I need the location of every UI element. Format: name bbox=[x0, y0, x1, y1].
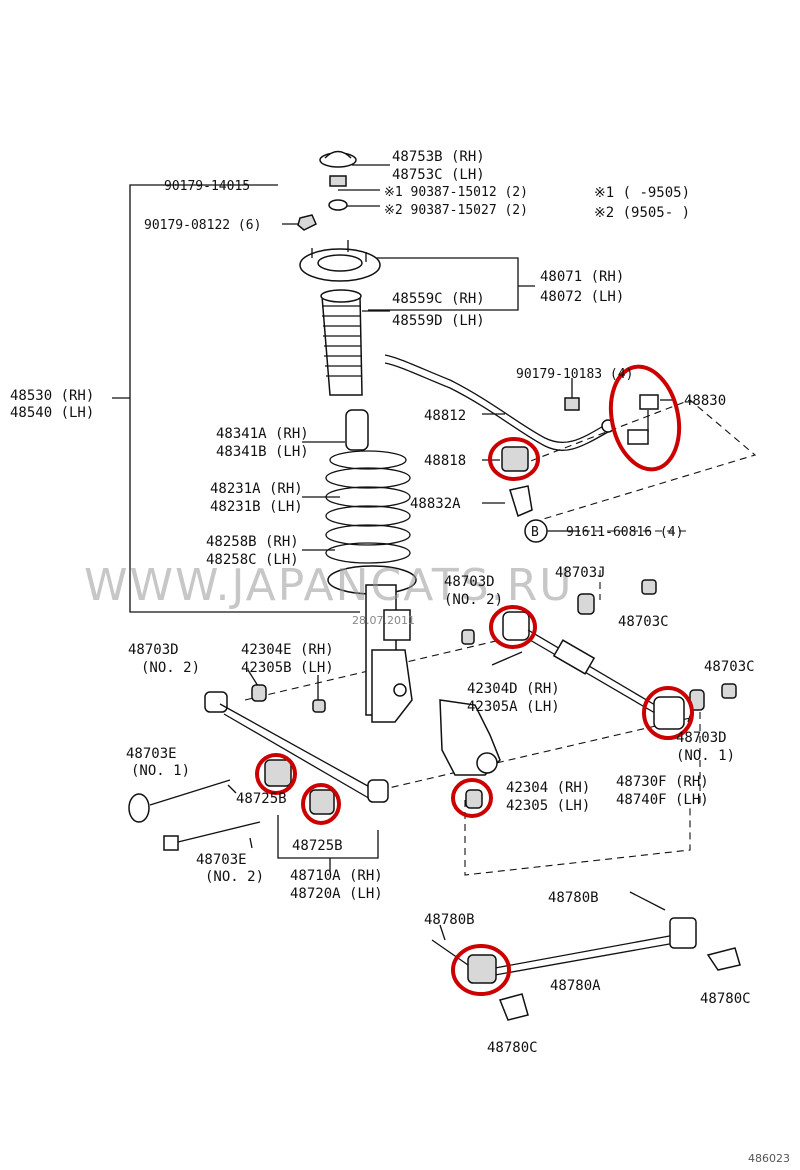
label-j-part: 48703J bbox=[555, 565, 606, 581]
label-mount-top-rh: 48753B (RH) bbox=[392, 149, 485, 165]
label-bolt-4: 91611-60816 (4) bbox=[566, 525, 683, 540]
label-arm-rh: 48730F (RH) bbox=[616, 774, 709, 790]
label-carrier-bolt-lh: 42305B (LH) bbox=[241, 660, 334, 676]
label-carrier-lh: 42305 (LH) bbox=[506, 798, 590, 814]
label-nut-upper: 90179-14015 bbox=[164, 179, 250, 194]
label-lower-arm-lh: 48720A (LH) bbox=[290, 886, 383, 902]
label-d-left-b: (NO. 2) bbox=[141, 660, 200, 676]
label-carrier-rh: 42304 (RH) bbox=[506, 780, 590, 796]
label-mount-top-lh: 48753C (LH) bbox=[392, 167, 485, 183]
label-support-lh: 48072 (LH) bbox=[540, 289, 624, 305]
label-strut-lh: 48540 (LH) bbox=[10, 405, 94, 421]
highlight-stabilizer-link bbox=[608, 364, 682, 472]
label-e-no1-a: 48703E bbox=[126, 746, 177, 762]
highlight-arm-bushing-right bbox=[642, 686, 694, 740]
label-stab-link: 48830 bbox=[684, 393, 726, 409]
highlight-circles bbox=[255, 364, 694, 996]
label-bush-b-lower: 48725B bbox=[292, 838, 343, 854]
highlight-strut-rod-bushing bbox=[451, 944, 511, 996]
stabilizer-bar bbox=[384, 354, 659, 543]
label-stab-bush: 48818 bbox=[424, 453, 466, 469]
highlight-lower-arm-bushing-b bbox=[301, 783, 341, 825]
label-support-rh: 48071 (RH) bbox=[540, 269, 624, 285]
label-e-no2-a: 48703E bbox=[196, 852, 247, 868]
label-c-right: 48703C bbox=[704, 659, 755, 675]
label-bumper-rh: 48341A (RH) bbox=[216, 426, 309, 442]
label-nut-6: 90179-08122 (6) bbox=[144, 218, 261, 233]
label-carrier-bolt2-lh: 42305A (LH) bbox=[467, 699, 560, 715]
label-strut-rh: 48530 (RH) bbox=[10, 388, 94, 404]
label-boot-rh: 48559C (RH) bbox=[392, 291, 485, 307]
label-carrier-bolt-rh: 42304E (RH) bbox=[241, 642, 334, 658]
label-strut-rod-bracket-right: 48780C bbox=[700, 991, 751, 1007]
label-boot-lh: 48559D (LH) bbox=[392, 313, 485, 329]
strut-assembly bbox=[297, 150, 417, 723]
label-d-no1-b: (NO. 1) bbox=[676, 748, 735, 764]
watermark-text: WWW.JAPANCATS.RU bbox=[84, 560, 573, 611]
label-c-upper-right: 48703C bbox=[618, 614, 669, 630]
label-note1-legend: ※1 ( -9505) bbox=[594, 185, 690, 201]
label-d-no1-a: 48703D bbox=[676, 730, 727, 746]
label-e-no2-b: (NO. 2) bbox=[205, 869, 264, 885]
part-labels: 48753B (RH) 48753C (LH) 90179-14015 ※1 9… bbox=[10, 149, 790, 1165]
highlight-stabilizer-bushing bbox=[488, 437, 540, 481]
dashed-guides bbox=[244, 399, 757, 876]
label-nut-4: 90179-10183 (4) bbox=[516, 367, 633, 382]
label-note1-part: ※1 90387-15012 (2) bbox=[384, 185, 528, 200]
watermark-date: 28.07.2011 bbox=[352, 614, 415, 627]
label-stab-bracket: 48832A bbox=[410, 496, 461, 512]
label-strut-rod-bolt-right: 48780B bbox=[548, 890, 599, 906]
label-strut-rod-bolt-left: 48780B bbox=[424, 912, 475, 928]
highlight-lower-arm-bushing-a bbox=[255, 753, 297, 795]
label-no2-upper-a: 48703D bbox=[444, 574, 495, 590]
arms-and-bushings bbox=[128, 579, 741, 1021]
highlight-carrier-bushing bbox=[451, 778, 493, 818]
label-bush-b-upper: 48725B bbox=[236, 791, 287, 807]
label-no2-upper-b: (NO. 2) bbox=[444, 592, 503, 608]
label-lower-arm-rh: 48710A (RH) bbox=[290, 868, 383, 884]
label-spring-lh: 48231B (LH) bbox=[210, 499, 303, 515]
label-circle-b: B bbox=[531, 525, 539, 540]
label-note2-part: ※2 90387-15027 (2) bbox=[384, 203, 528, 218]
label-spring-rh: 48231A (RH) bbox=[210, 481, 303, 497]
label-strut-rod: 48780A bbox=[550, 978, 601, 994]
label-strut-rod-bracket-bottom: 48780C bbox=[487, 1040, 538, 1056]
label-insulator-rh: 48258B (RH) bbox=[206, 534, 299, 550]
label-stab-bar: 48812 bbox=[424, 408, 466, 424]
label-insulator-lh: 48258C (LH) bbox=[206, 552, 299, 568]
highlight-arm-bushing-upper bbox=[489, 605, 537, 649]
label-bumper-lh: 48341B (LH) bbox=[216, 444, 309, 460]
label-arm-lh: 48740F (LH) bbox=[616, 792, 709, 808]
label-note2-legend: ※2 (9505- ) bbox=[594, 205, 690, 221]
label-carrier-bolt2-rh: 42304D (RH) bbox=[467, 681, 560, 697]
footer-code: 486023 bbox=[748, 1152, 790, 1165]
label-d-left-a: 48703D bbox=[128, 642, 179, 658]
label-e-no1-b: (NO. 1) bbox=[131, 763, 190, 779]
